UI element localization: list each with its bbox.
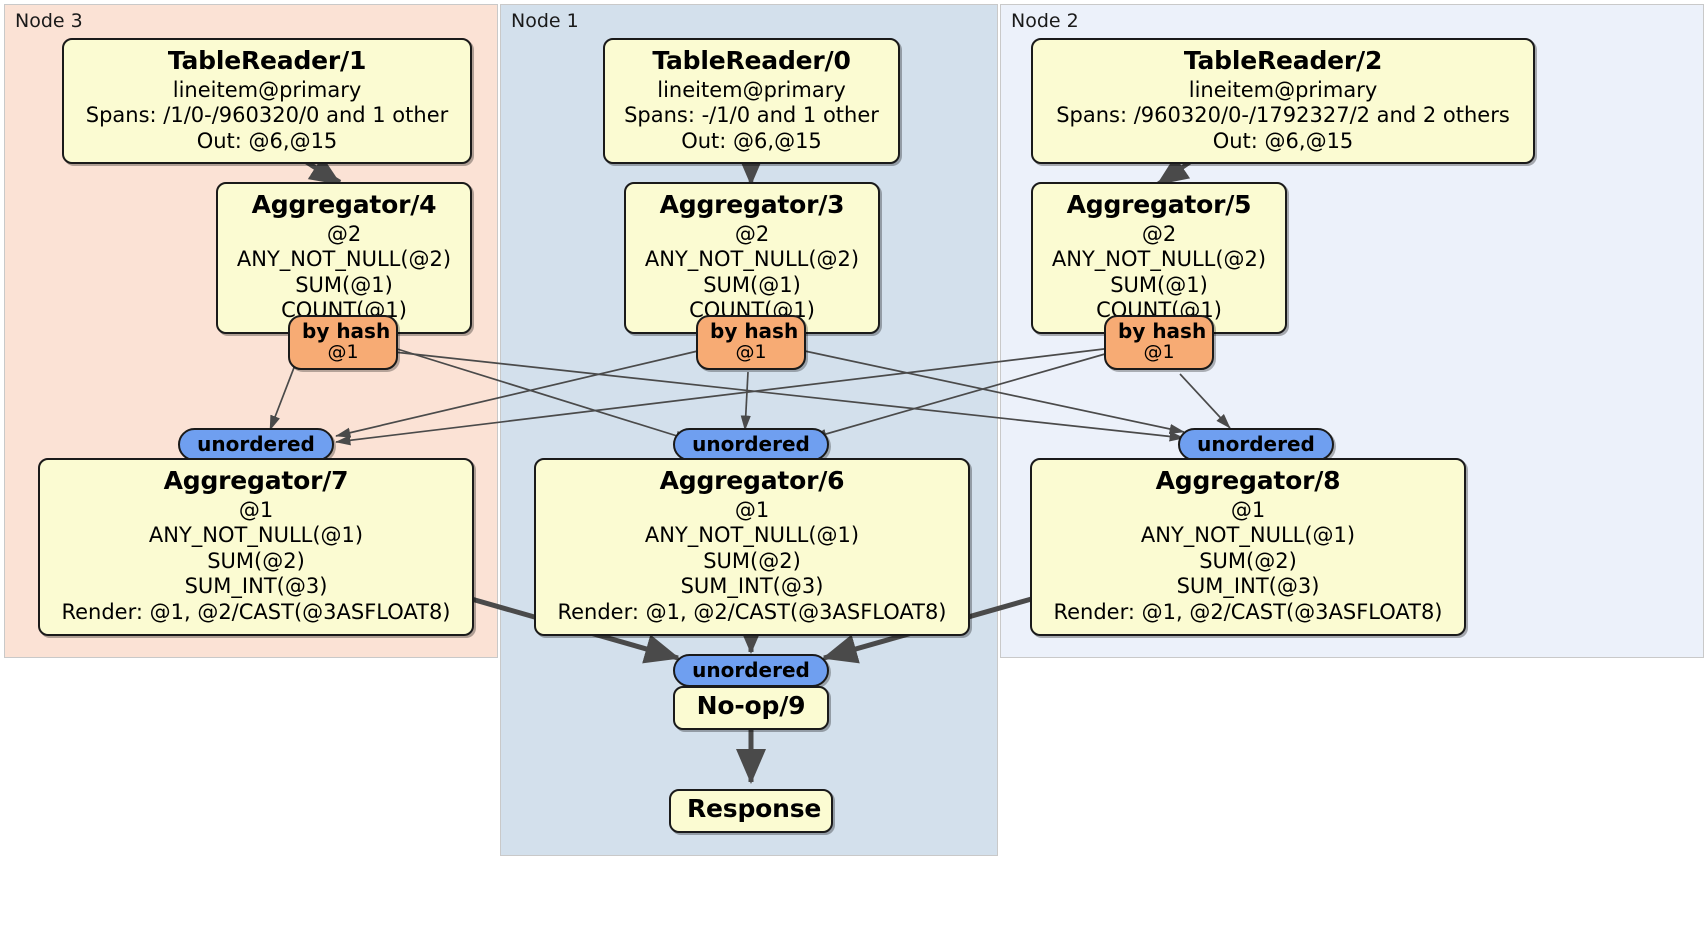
processor-title: TableReader/2	[1183, 46, 1383, 75]
processor-line: lineitem@primary	[1188, 77, 1378, 102]
processor-line: SUM(@1)	[295, 272, 393, 297]
processor-line: ANY_NOT_NULL(@1)	[1140, 523, 1356, 548]
synchronizer-unordered-final[interactable]: unordered	[673, 654, 829, 688]
processor-line: @1	[238, 497, 274, 522]
processor-line: Spans: /960320/0-/1792327/2 and 2 others	[1056, 103, 1510, 128]
processor-title: Aggregator/3	[659, 190, 845, 219]
processor-line: ANY_NOT_NULL(@2)	[644, 247, 860, 272]
synchronizer-label: unordered	[692, 432, 810, 456]
router-column: @1	[327, 341, 359, 364]
processor-tablereader-1[interactable]: TableReader/1 lineitem@primary Spans: /1…	[62, 38, 472, 165]
processor-response[interactable]: Response	[669, 789, 833, 833]
processor-noop-9[interactable]: No-op/9	[673, 686, 829, 730]
processor-title: Aggregator/4	[251, 190, 437, 219]
processor-title: No-op/9	[696, 691, 806, 720]
processor-title: Aggregator/6	[659, 466, 845, 495]
node-panel-label-node2: Node 2	[1011, 10, 1079, 32]
processor-line: Out: @6,@15	[196, 128, 338, 153]
processor-line: SUM(@2)	[1199, 548, 1297, 573]
processor-aggregator-4[interactable]: Aggregator/4 @2 ANY_NOT_NULL(@2) SUM(@1)…	[216, 182, 472, 334]
processor-title: TableReader/1	[167, 46, 367, 75]
processor-aggregator-3[interactable]: Aggregator/3 @2 ANY_NOT_NULL(@2) SUM(@1)…	[624, 182, 880, 334]
processor-line: Out: @6,@15	[1212, 128, 1354, 153]
processor-line: SUM(@2)	[207, 548, 305, 573]
processor-render-line: Render: @1, @2/CAST(@3ASFLOAT8)	[557, 599, 947, 624]
processor-aggregator-7[interactable]: Aggregator/7 @1 ANY_NOT_NULL(@1) SUM(@2)…	[38, 458, 474, 636]
processor-title: Aggregator/8	[1155, 466, 1341, 495]
router-label: by hash	[710, 319, 799, 343]
processor-line: lineitem@primary	[172, 77, 362, 102]
synchronizer-label: unordered	[197, 432, 315, 456]
router-by-hash-left[interactable]: by hash @1	[288, 315, 398, 370]
processor-tablereader-2[interactable]: TableReader/2 lineitem@primary Spans: /9…	[1031, 38, 1535, 165]
processor-line: SUM(@1)	[703, 272, 801, 297]
synchronizer-unordered-right[interactable]: unordered	[1178, 428, 1334, 462]
processor-line: ANY_NOT_NULL(@1)	[148, 523, 364, 548]
processor-line: SUM_INT(@3)	[1176, 574, 1320, 599]
processor-line: SUM_INT(@3)	[680, 574, 824, 599]
router-column: @1	[1143, 341, 1175, 364]
processor-line: Spans: -/1/0 and 1 other	[624, 103, 879, 128]
processor-line: @2	[734, 221, 770, 246]
router-label: by hash	[302, 319, 391, 343]
processor-aggregator-6[interactable]: Aggregator/6 @1 ANY_NOT_NULL(@1) SUM(@2)…	[534, 458, 970, 636]
processor-line: ANY_NOT_NULL(@2)	[1051, 247, 1267, 272]
processor-title: TableReader/0	[652, 46, 851, 75]
processor-line: SUM(@1)	[1110, 272, 1208, 297]
processor-aggregator-8[interactable]: Aggregator/8 @1 ANY_NOT_NULL(@1) SUM(@2)…	[1030, 458, 1466, 636]
processor-line: @2	[326, 221, 362, 246]
processor-line: @1	[734, 497, 770, 522]
synchronizer-label: unordered	[692, 658, 810, 682]
processor-line: SUM(@2)	[703, 548, 801, 573]
processor-tablereader-0[interactable]: TableReader/0 lineitem@primary Spans: -/…	[603, 38, 900, 165]
processor-render-line: Render: @1, @2/CAST(@3ASFLOAT8)	[1053, 599, 1443, 624]
processor-line: Out: @6,@15	[681, 128, 822, 153]
router-by-hash-mid[interactable]: by hash @1	[696, 315, 806, 370]
processor-line: @1	[1230, 497, 1266, 522]
processor-title: Aggregator/5	[1066, 190, 1252, 219]
processor-line: ANY_NOT_NULL(@2)	[236, 247, 452, 272]
processor-line: Spans: /1/0-/960320/0 and 1 other	[85, 103, 449, 128]
router-by-hash-right[interactable]: by hash @1	[1104, 315, 1214, 370]
processor-aggregator-5[interactable]: Aggregator/5 @2 ANY_NOT_NULL(@2) SUM(@1)…	[1031, 182, 1287, 334]
processor-title: Aggregator/7	[163, 466, 349, 495]
processor-line: lineitem@primary	[657, 77, 846, 102]
synchronizer-unordered-mid[interactable]: unordered	[673, 428, 829, 462]
router-label: by hash	[1118, 319, 1207, 343]
router-column: @1	[735, 341, 767, 364]
processor-render-line: Render: @1, @2/CAST(@3ASFLOAT8)	[61, 599, 451, 624]
processor-line: SUM_INT(@3)	[184, 574, 328, 599]
synchronizer-unordered-left[interactable]: unordered	[178, 428, 334, 462]
node-panel-label-node3: Node 3	[15, 10, 83, 32]
processor-line: @2	[1141, 221, 1177, 246]
processor-line: ANY_NOT_NULL(@1)	[644, 523, 860, 548]
synchronizer-label: unordered	[1197, 432, 1315, 456]
node-panel-label-node1: Node 1	[511, 10, 579, 32]
processor-title: Response	[687, 794, 822, 823]
